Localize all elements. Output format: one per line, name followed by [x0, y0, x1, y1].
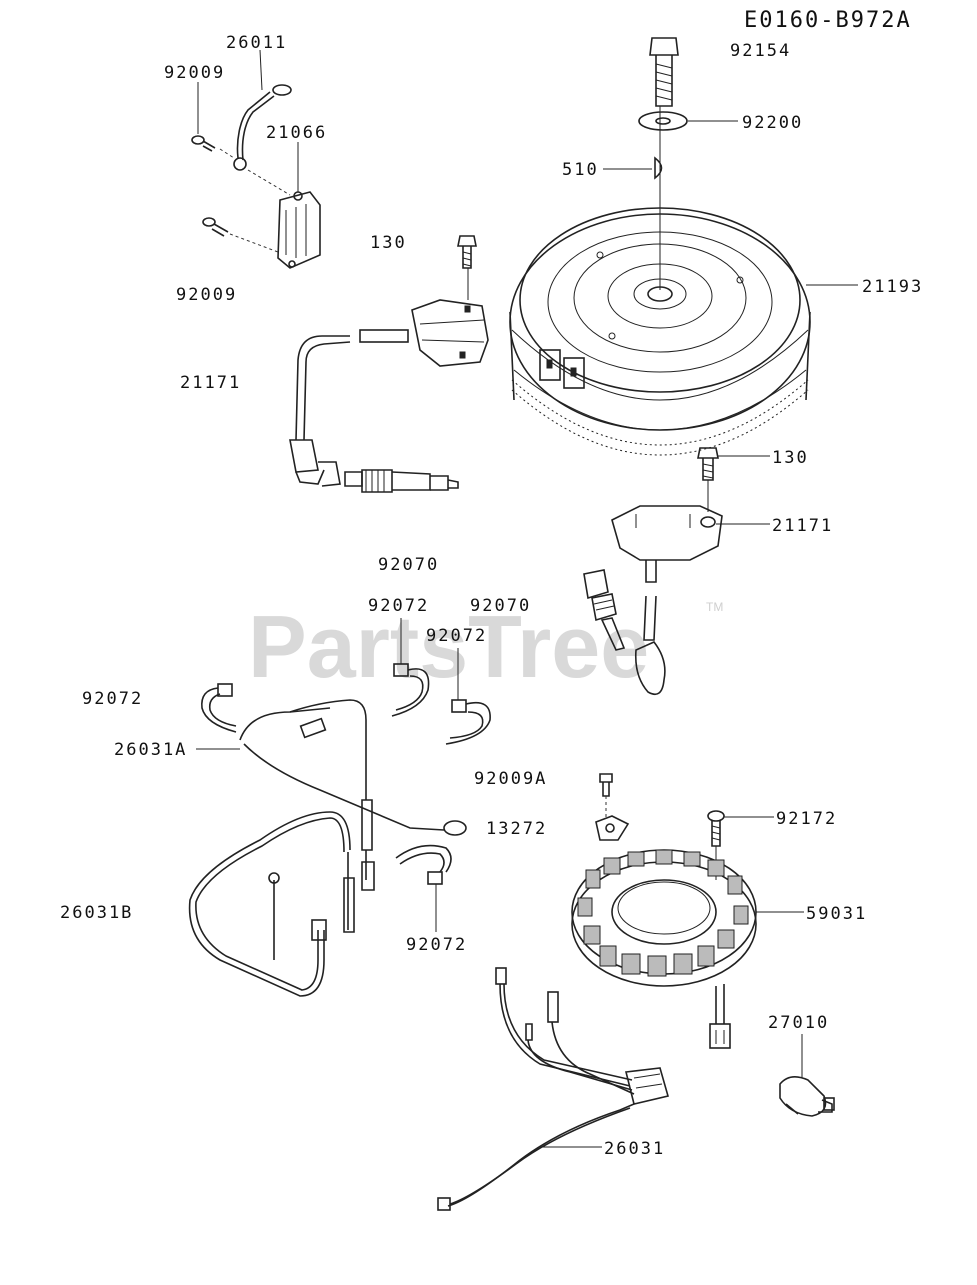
terminal-92072-b[interactable] [445, 699, 491, 745]
ignition-coil-21171-right[interactable] [611, 505, 723, 696]
ground-lead-26011[interactable] [233, 84, 292, 171]
label-92072-d: 92072 [406, 935, 467, 955]
label-21171-right: 21171 [772, 516, 833, 536]
label-59031: 59031 [806, 904, 867, 924]
flywheel-21193[interactable] [509, 207, 811, 456]
label-26031B: 26031B [60, 903, 133, 923]
washer-92200[interactable] [638, 111, 688, 131]
label-92172: 92172 [776, 809, 837, 829]
label-21066: 21066 [266, 123, 327, 143]
label-21193: 21193 [862, 277, 923, 297]
label-130-top: 130 [370, 233, 407, 253]
key-510[interactable] [654, 156, 663, 180]
label-130-right: 130 [772, 448, 809, 468]
harness-26031A[interactable] [239, 699, 467, 851]
screw-92009A[interactable] [599, 773, 613, 797]
bolt-92154[interactable] [649, 37, 679, 107]
label-27010: 27010 [768, 1013, 829, 1033]
screw-92009-top[interactable] [191, 135, 216, 152]
label-92009A: 92009A [474, 769, 547, 789]
label-13272: 13272 [486, 819, 547, 839]
label-92072-c: 92072 [82, 689, 143, 709]
label-26011: 26011 [226, 33, 287, 53]
bolt-130-right[interactable] [697, 447, 719, 481]
label-510: 510 [562, 160, 599, 180]
diagram-code: E0160-B972A [744, 8, 912, 33]
ignition-coil-21171-left[interactable] [289, 299, 489, 487]
label-92072-a: 92072 [368, 596, 429, 616]
bolt-130-top[interactable] [457, 235, 477, 269]
label-26031: 26031 [604, 1139, 665, 1159]
label-92072-b: 92072 [426, 626, 487, 646]
terminal-92072-d[interactable] [395, 844, 452, 885]
watermark: PartsTree [248, 597, 649, 696]
label-92200: 92200 [742, 113, 803, 133]
label-92070-b: 92070 [470, 596, 531, 616]
spark-plug-left[interactable] [344, 469, 459, 493]
harness-26031[interactable] [437, 967, 669, 1211]
label-21171-left: 21171 [180, 373, 241, 393]
label-92154: 92154 [730, 41, 791, 61]
screw-92009-bottom[interactable] [202, 217, 229, 237]
stator-59031[interactable] [571, 849, 757, 1049]
label-92009-top: 92009 [164, 63, 225, 83]
screw-92172[interactable] [707, 810, 725, 847]
oil-switch-27010[interactable] [779, 1076, 835, 1117]
harness-26031B[interactable] [188, 811, 375, 997]
label-92070-a: 92070 [378, 555, 439, 575]
label-92009-bottom: 92009 [176, 285, 237, 305]
spark-plug-right[interactable] [583, 569, 626, 651]
terminal-92072-c[interactable] [201, 683, 237, 733]
watermark-trademark: TM [706, 600, 723, 614]
plate-13272[interactable] [595, 815, 630, 841]
label-26031A: 26031A [114, 740, 187, 760]
regulator-21066[interactable] [277, 191, 321, 269]
